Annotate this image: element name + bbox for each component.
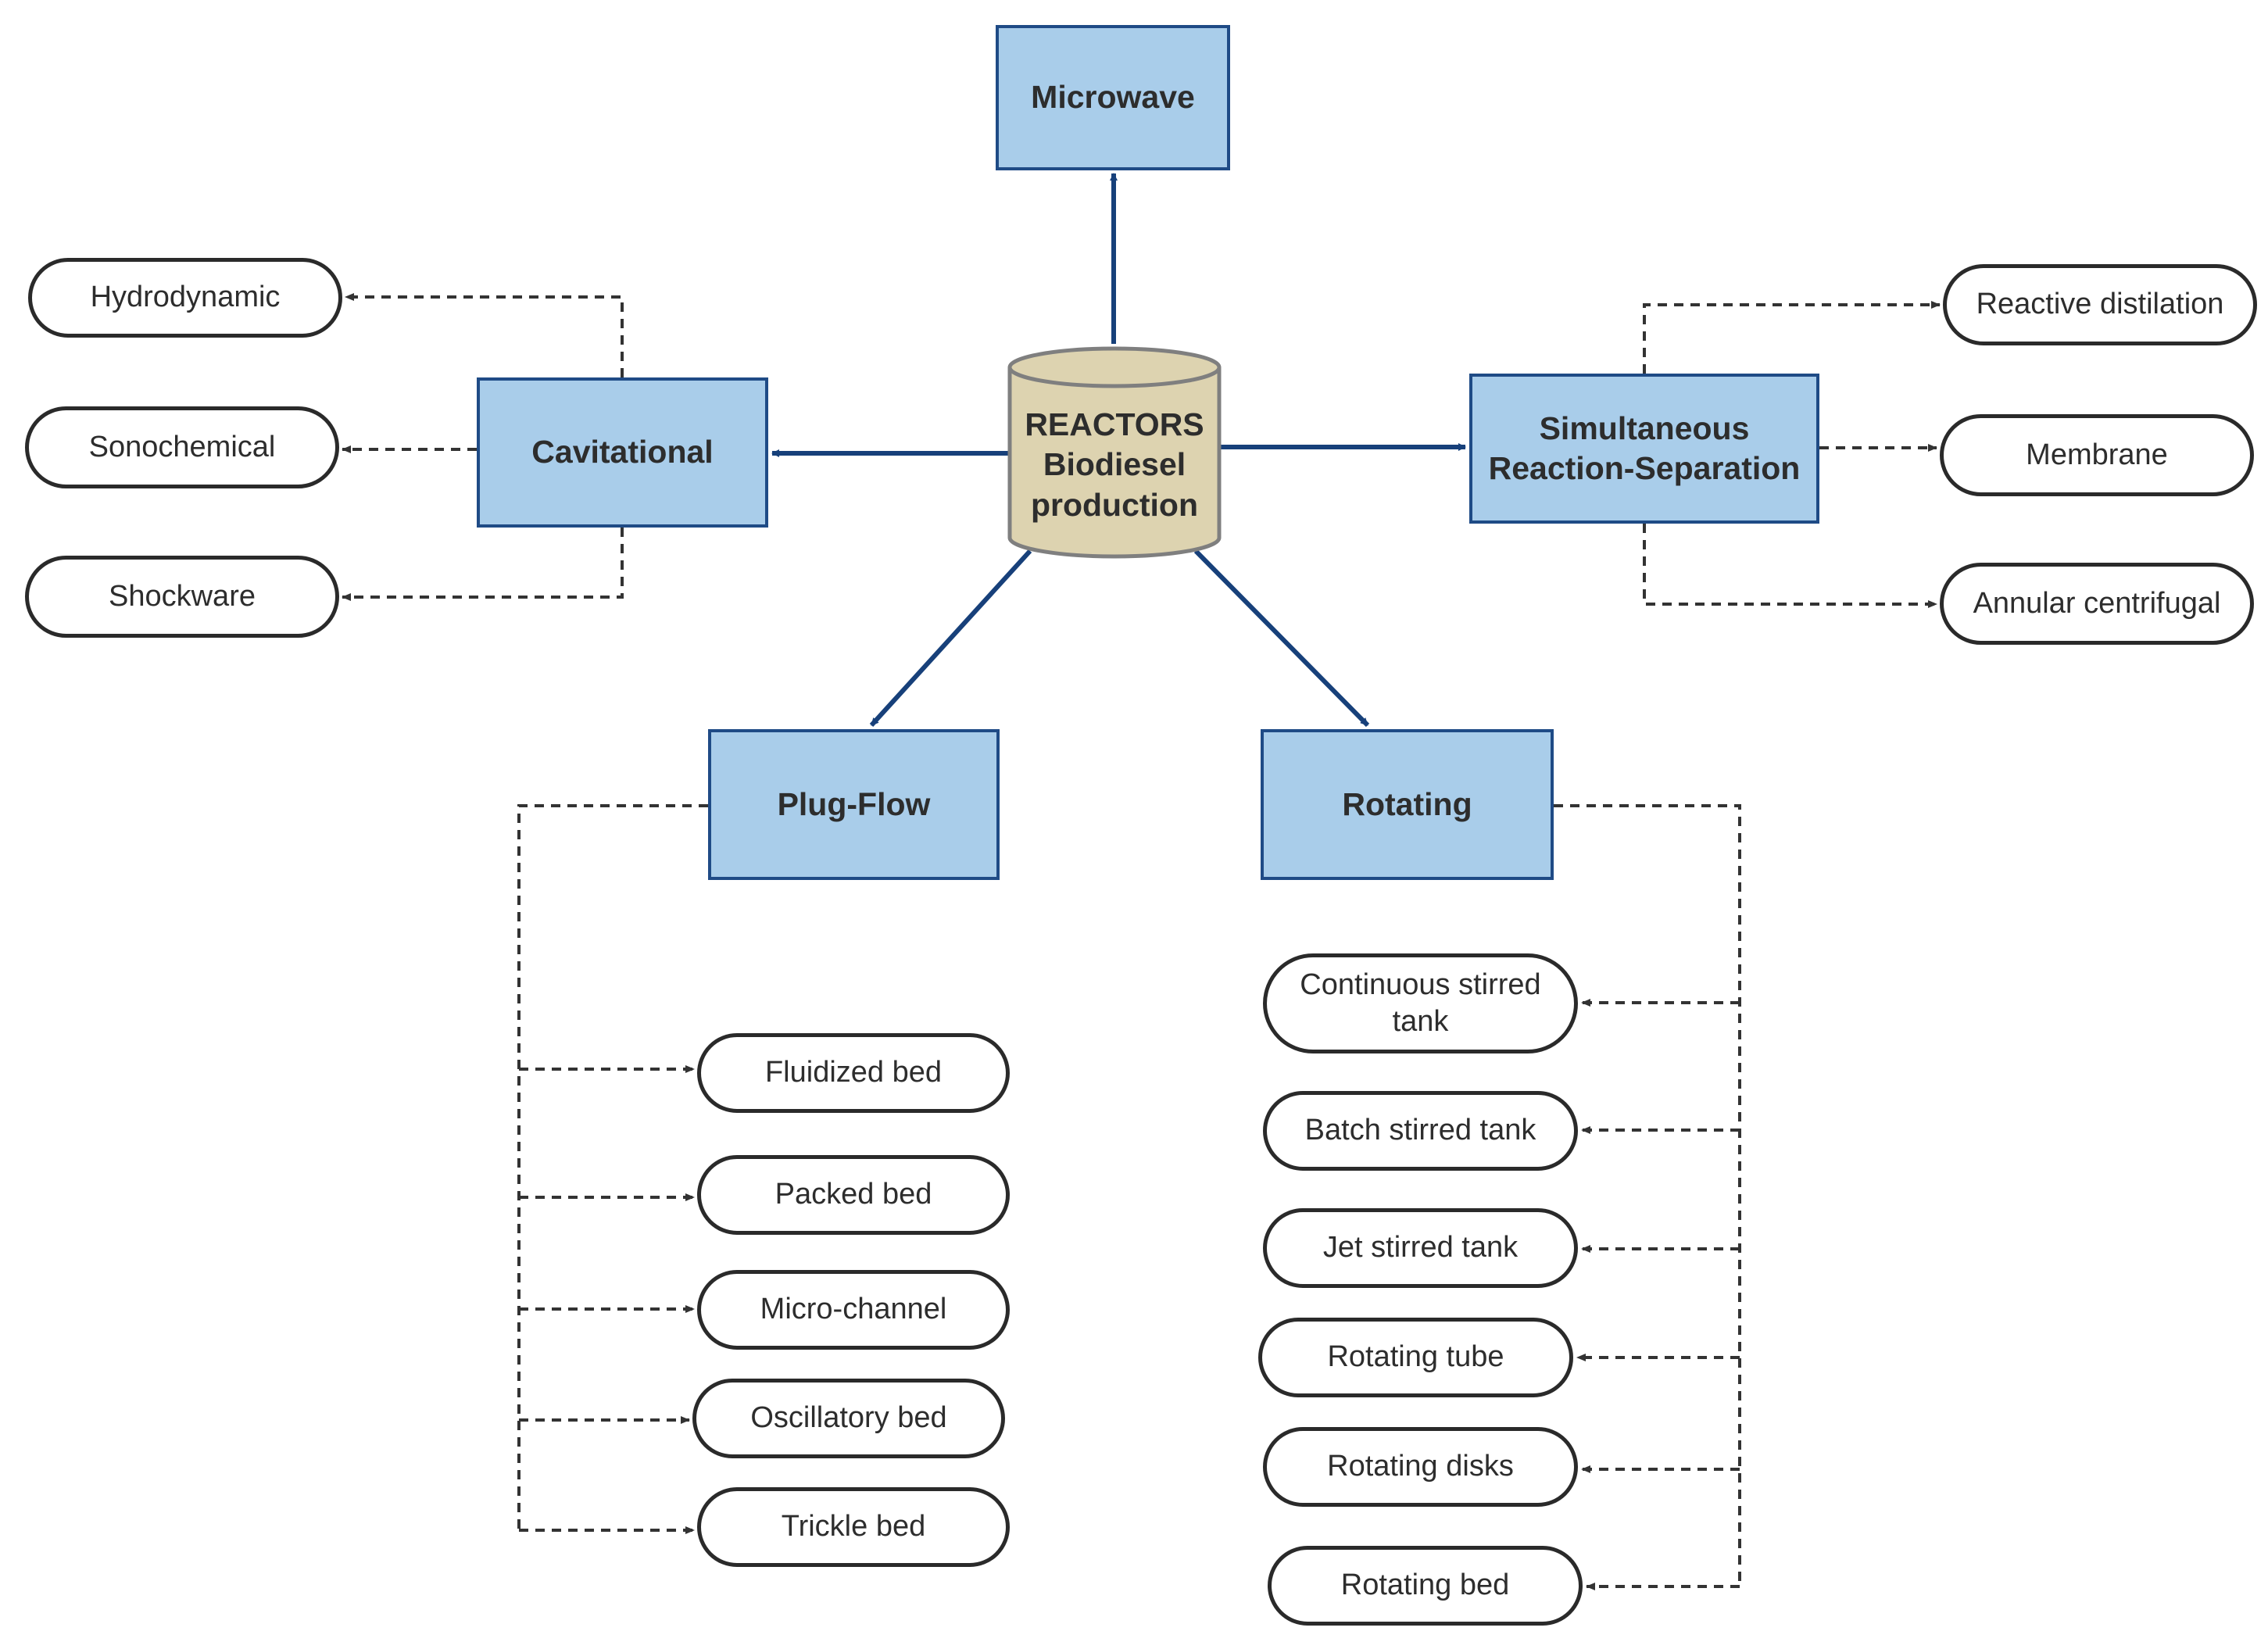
continuous-stirred-tank-label: Continuous stirred tank	[1300, 968, 1541, 1039]
plug-flow-label: Plug-Flow	[777, 785, 931, 822]
connector-hydrodynamic	[345, 293, 624, 377]
connector-annular-centrifugal	[1643, 524, 1937, 608]
micro-channel-pill: Micro-channel	[697, 1270, 1010, 1350]
reactive-distilation-pill: Reactive distilation	[1943, 264, 2257, 345]
center-label: REACTORS Biodiesel production	[1010, 405, 1219, 525]
rotating-bed-label: Rotating bed	[1340, 1569, 1510, 1602]
arrow-to-plug-flow	[869, 549, 1032, 728]
simultaneous-box: Simultaneous Reaction-Separation	[1469, 374, 1819, 524]
rotating-disks-label: Rotating disks	[1327, 1450, 1514, 1483]
fluidized-bed-pill: Fluidized bed	[697, 1033, 1010, 1113]
membrane-pill: Membrane	[1940, 414, 2254, 496]
rotating-disks-pill: Rotating disks	[1263, 1427, 1578, 1507]
cavitational-label: Cavitational	[531, 434, 714, 470]
hydrodynamic-pill: Hydrodynamic	[28, 258, 342, 338]
microwave-box: Microwave	[996, 25, 1230, 170]
oscillatory-bed-pill: Oscillatory bed	[692, 1379, 1005, 1458]
jet-stirred-tank-pill: Jet stirred tank	[1263, 1208, 1578, 1288]
plug-flow-trunk	[517, 804, 708, 1530]
hydrodynamic-label: Hydrodynamic	[90, 281, 281, 314]
shockware-label: Shockware	[109, 579, 256, 613]
connector-reactive-distilation	[1643, 301, 1941, 374]
center-label-line1: REACTORS	[1025, 406, 1204, 442]
trickle-bed-label: Trickle bed	[781, 1510, 926, 1543]
rotating-trunk	[1554, 804, 1741, 1586]
simultaneous-label-line2: Reaction-Separation	[1488, 450, 1801, 486]
reactive-distilation-label: Reactive distilation	[1976, 288, 2224, 321]
annular-centrifugal-pill: Annular centrifugal	[1940, 563, 2254, 645]
connector-shockware	[342, 528, 624, 601]
rotating-box: Rotating	[1261, 729, 1554, 880]
shockware-pill: Shockware	[25, 556, 339, 638]
batch-stirred-tank-pill: Batch stirred tank	[1263, 1091, 1578, 1171]
simultaneous-label-line1: Simultaneous	[1539, 410, 1750, 446]
trickle-bed-pill: Trickle bed	[697, 1487, 1010, 1567]
microwave-label: Microwave	[1031, 79, 1195, 116]
rotating-tube-pill: Rotating tube	[1258, 1318, 1573, 1397]
fluidized-bed-label: Fluidized bed	[764, 1056, 943, 1089]
continuous-stirred-tank-pill: Continuous stirred tank	[1263, 953, 1578, 1053]
batch-stirred-tank-label: Batch stirred tank	[1304, 1114, 1536, 1147]
arrow-to-rotating	[1193, 549, 1370, 728]
sonochemical-pill: Sonochemical	[25, 406, 339, 488]
center-label-line3: production	[1030, 486, 1199, 523]
annular-centrifugal-label: Annular centrifugal	[1973, 586, 2221, 620]
rotating-label: Rotating	[1342, 785, 1472, 822]
jet-stirred-tank-label: Jet stirred tank	[1322, 1231, 1519, 1264]
micro-channel-label: Micro-channel	[760, 1293, 947, 1326]
cavitational-box: Cavitational	[477, 377, 768, 528]
oscillatory-bed-label: Oscillatory bed	[750, 1401, 947, 1435]
plug-flow-box: Plug-Flow	[708, 729, 1000, 880]
sonochemical-label: Sonochemical	[88, 430, 276, 463]
membrane-label: Membrane	[2026, 438, 2168, 471]
center-label-line2: Biodiesel	[1043, 446, 1186, 483]
rotating-tube-label: Rotating tube	[1327, 1340, 1504, 1374]
rotating-bed-pill: Rotating bed	[1268, 1546, 1583, 1626]
packed-bed-pill: Packed bed	[697, 1155, 1010, 1235]
packed-bed-label: Packed bed	[774, 1178, 932, 1211]
reactors-cylinder	[1007, 346, 1222, 559]
